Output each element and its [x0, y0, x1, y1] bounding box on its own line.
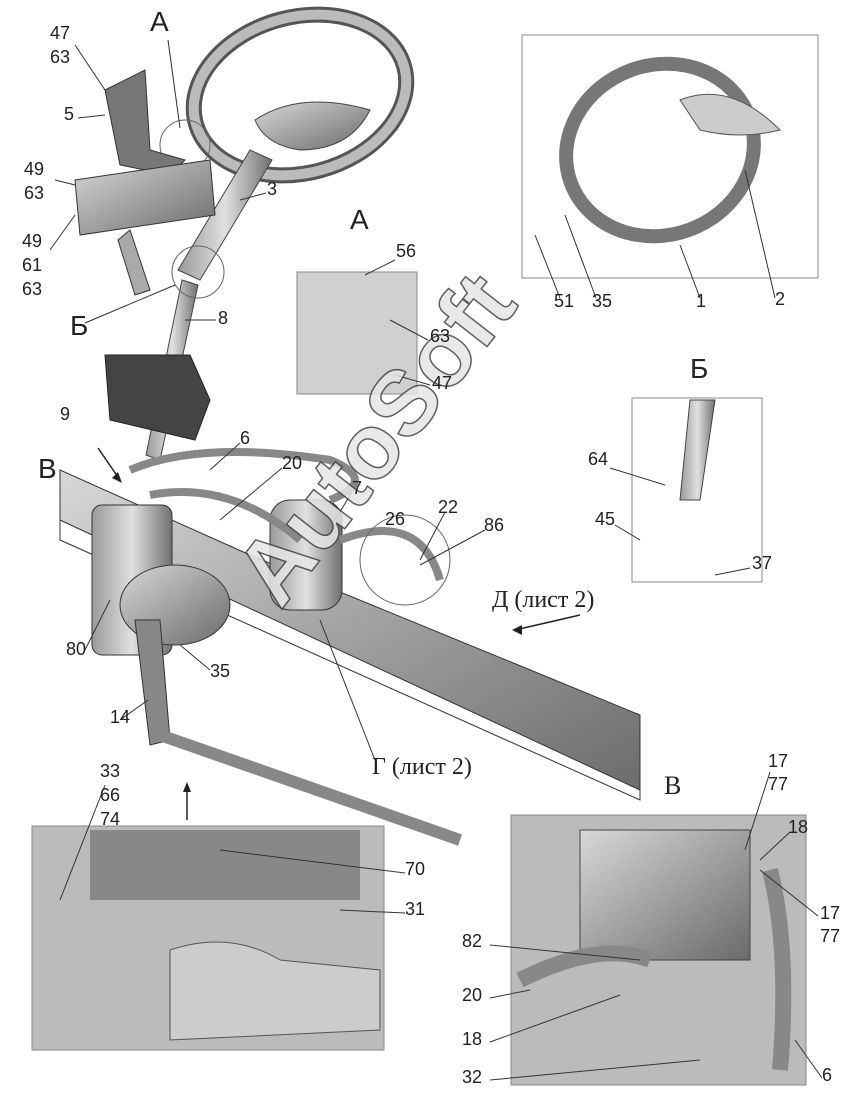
inset-wheel-cover	[679, 93, 781, 136]
callout-49: 49	[24, 159, 45, 179]
inset-a-title: А	[350, 204, 369, 235]
detail-circle	[359, 514, 451, 606]
callout-17: 17	[768, 751, 789, 771]
callout-18: 18	[462, 1029, 483, 1049]
view-marker-v: В	[38, 453, 57, 484]
inset-b-joint	[679, 399, 716, 501]
callout-37: 37	[752, 553, 773, 573]
callout-33: 33	[100, 761, 121, 781]
callout-14: 14	[110, 707, 131, 727]
callout-26: 26	[385, 509, 406, 529]
drag-link	[158, 729, 462, 846]
frame-rail	[59, 469, 641, 801]
view-marker-a: А	[150, 6, 169, 37]
view-arrows	[97, 447, 581, 820]
callout-70: 70	[405, 859, 426, 879]
callout-47: 47	[432, 373, 453, 393]
callout-35: 35	[210, 661, 231, 681]
pedal-housing	[74, 159, 216, 236]
inset-bottom-left-housing	[90, 830, 360, 900]
inset-bottom-left-arm	[169, 941, 381, 1041]
callout-61: 61	[22, 255, 43, 275]
callout-51: 51	[554, 291, 575, 311]
callout-31: 31	[405, 899, 426, 919]
column-boot	[104, 354, 211, 441]
callout-20: 20	[282, 453, 303, 473]
inset-v-title: В	[664, 771, 682, 800]
callout-17: 17	[820, 903, 841, 923]
steering-column	[177, 149, 273, 281]
sheet-ref-d: Д (лист 2)	[492, 587, 595, 613]
pedal-bracket	[104, 69, 186, 176]
callout-74: 74	[100, 809, 121, 829]
pedal	[117, 229, 151, 296]
callout-32: 32	[462, 1067, 483, 1087]
callout-82: 82	[462, 931, 483, 951]
steering-wheel	[185, 6, 415, 184]
callout-3: 3	[267, 179, 278, 199]
callout-7: 7	[352, 478, 363, 498]
callout-9: 9	[60, 404, 71, 424]
callout-80: 80	[66, 639, 87, 659]
callout-63: 63	[430, 326, 451, 346]
callout-45: 45	[595, 509, 616, 529]
leader-lines	[49, 39, 823, 1081]
callout-2: 2	[775, 289, 786, 309]
callout-64: 64	[588, 449, 609, 469]
hoses	[128, 448, 444, 582]
callout-5: 5	[64, 104, 75, 124]
inset-b-title: Б	[690, 353, 709, 384]
callout-86: 86	[484, 515, 505, 535]
callout-66: 66	[100, 785, 121, 805]
callout-8: 8	[218, 308, 229, 328]
sheet-ref-g: Г (лист 2)	[372, 754, 472, 780]
callout-20: 20	[462, 985, 483, 1005]
callout-63: 63	[50, 47, 71, 67]
inset-v-valve-body	[579, 829, 751, 961]
callout-18: 18	[788, 817, 809, 837]
callout-56: 56	[396, 241, 417, 261]
callout-77: 77	[768, 774, 789, 794]
view-marker-b: Б	[70, 310, 89, 341]
detail-b-circle	[171, 245, 225, 299]
callout-6: 6	[240, 428, 251, 448]
callout-63: 63	[24, 183, 45, 203]
callout-77: 77	[820, 926, 841, 946]
callout-49: 49	[22, 231, 43, 251]
callout-22: 22	[438, 497, 459, 517]
callout-63: 63	[22, 279, 43, 299]
callout-6: 6	[822, 1065, 833, 1085]
callout-35: 35	[592, 291, 613, 311]
inset-a-frame	[296, 271, 418, 395]
callout-1: 1	[696, 291, 707, 311]
callout-47: 47	[50, 23, 71, 43]
